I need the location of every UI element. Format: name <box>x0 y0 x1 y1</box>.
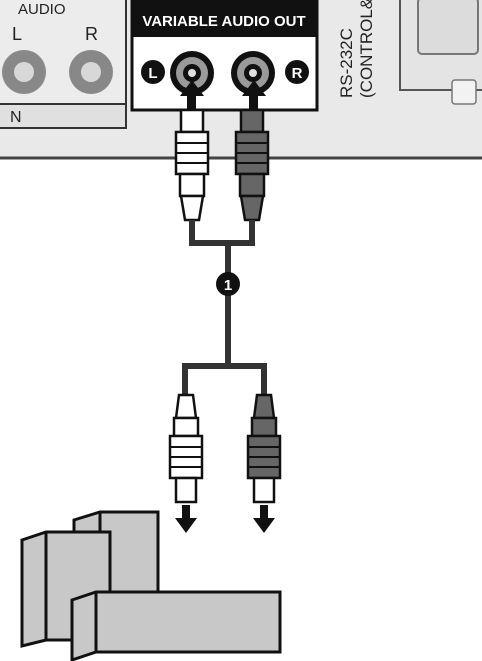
arrow-into-right-jack <box>242 80 266 112</box>
right-channel-badge-letter: R <box>292 65 303 82</box>
audio-in-jack-right <box>69 50 113 94</box>
left-channel-badge-letter: L <box>148 65 157 82</box>
arrow-down-left <box>175 505 197 533</box>
variable-audio-out-box <box>130 0 319 112</box>
audio-left-label: L <box>12 24 22 44</box>
upper-plug-right-dark <box>234 108 270 222</box>
audio-out-jack-right <box>231 51 275 95</box>
upper-plug-left-white <box>174 108 210 222</box>
audio-right-label: R <box>85 24 98 44</box>
rs232c-label-line2: (CONTROL&S <box>357 0 376 98</box>
lower-plug-left-white <box>168 393 204 504</box>
lower-plug-right-dark <box>246 393 282 504</box>
audio-in-jack-left <box>2 50 46 94</box>
step-number-badge <box>216 272 240 296</box>
audio-system-device <box>20 510 282 661</box>
right-channel-badge <box>285 60 309 84</box>
step-number-label: 1 <box>224 277 232 294</box>
arrow-down-right <box>253 505 275 533</box>
variable-audio-out-label: VARIABLE AUDIO OUT <box>142 13 305 30</box>
left-channel-badge <box>141 60 165 84</box>
rs232c-label-line1: RS-232C <box>337 28 356 98</box>
arrow-into-left-jack <box>180 80 204 112</box>
audio-group-label: AUDIO <box>18 1 66 18</box>
audio-cable <box>182 220 267 395</box>
input-label: N <box>10 109 22 126</box>
audio-out-jack-left <box>170 51 214 95</box>
